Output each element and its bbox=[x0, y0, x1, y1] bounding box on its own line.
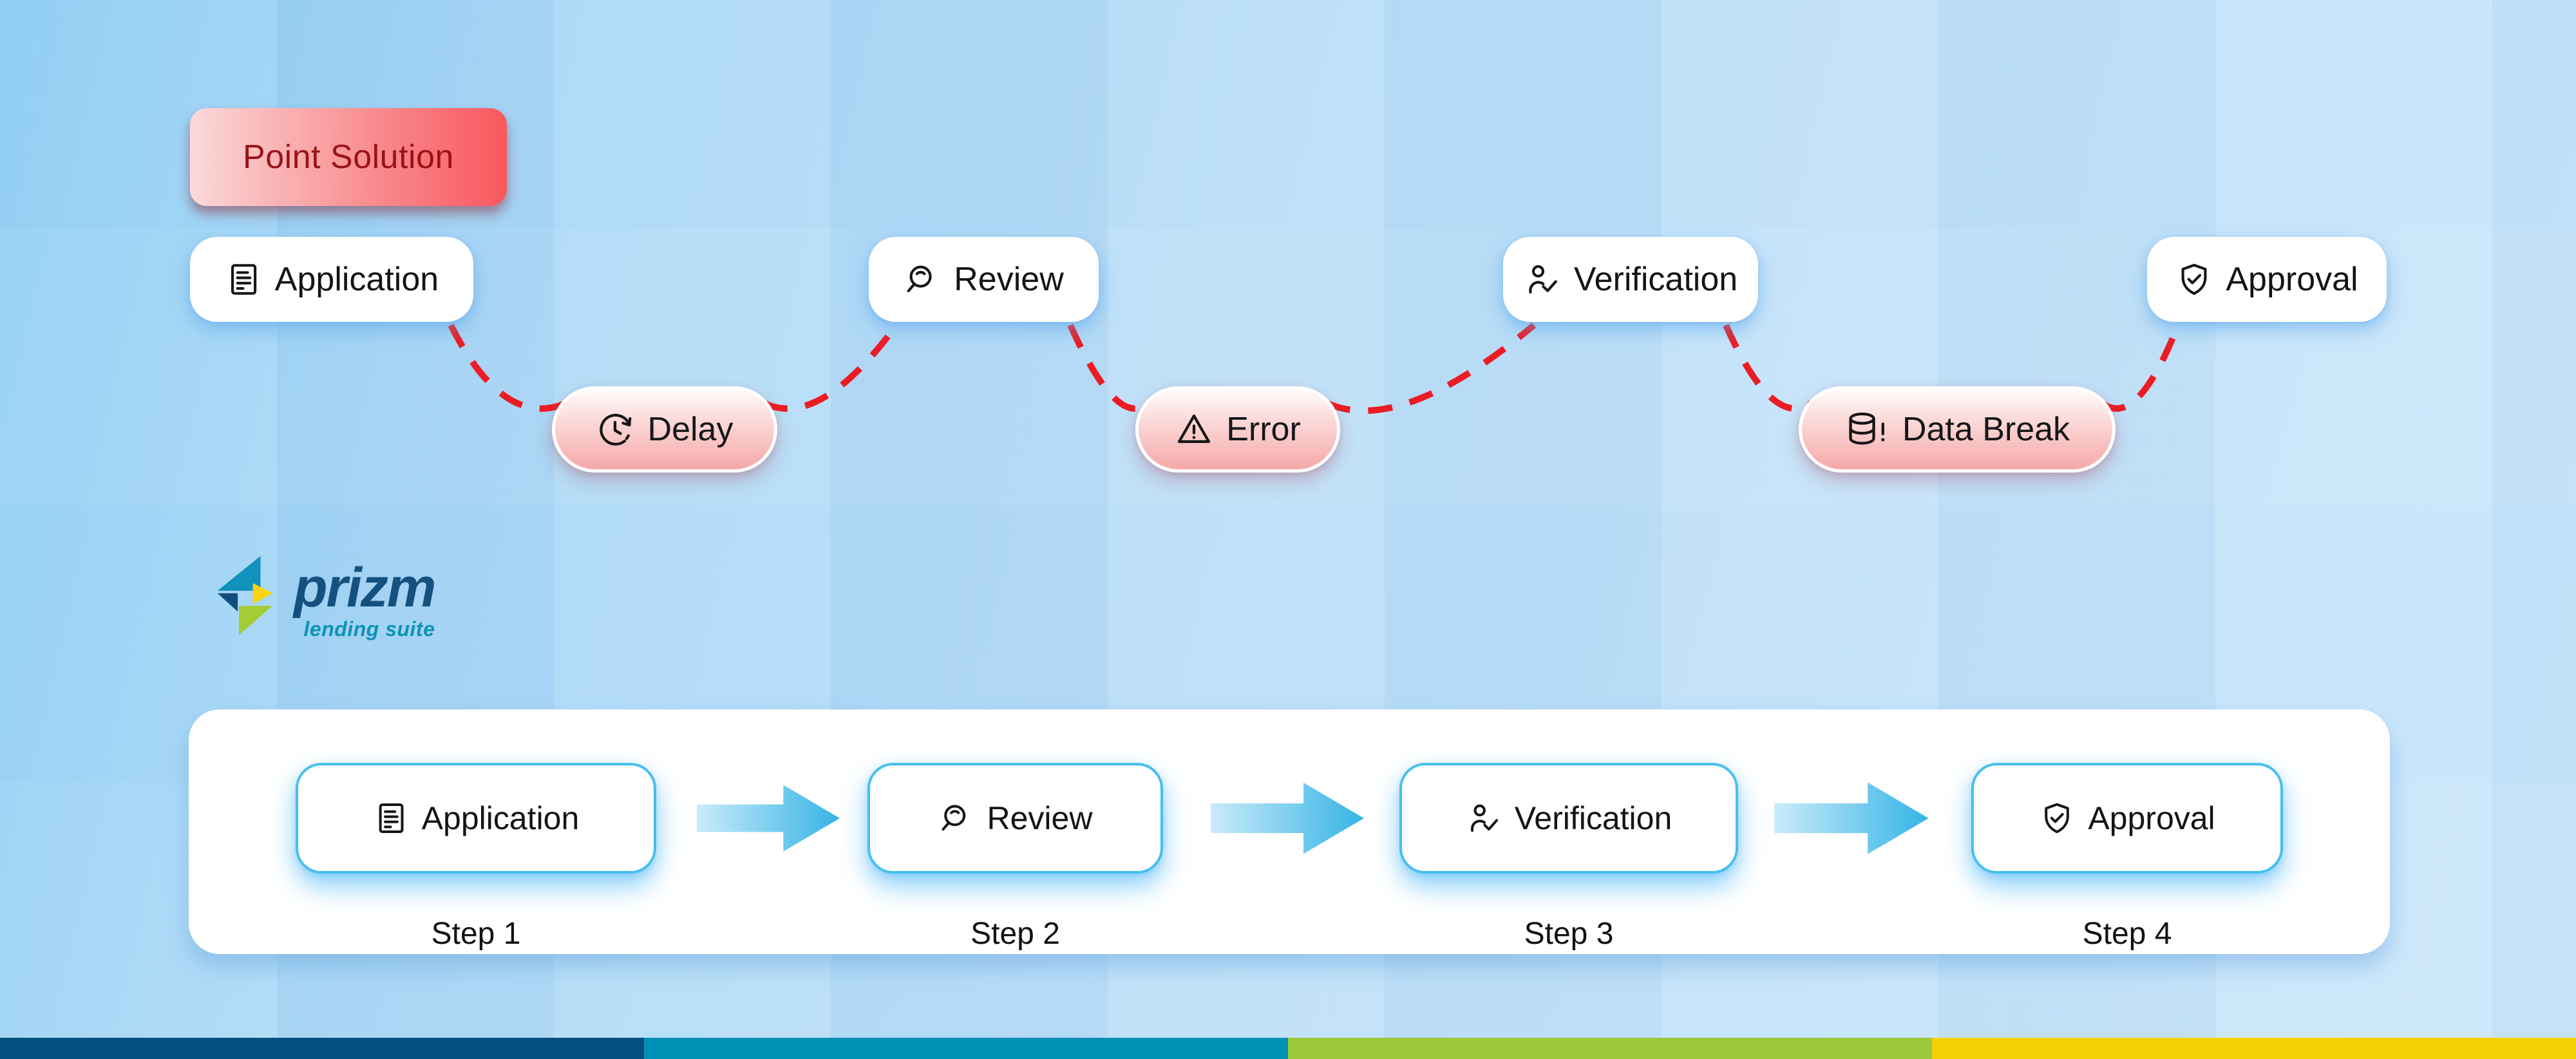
problem-pill-databreak: Data Break bbox=[1799, 386, 2116, 473]
footer-segment-teal bbox=[644, 1038, 1288, 1059]
clock-history-icon bbox=[599, 413, 631, 446]
step-box-application: Application bbox=[296, 763, 656, 874]
problem-pill-delay: Delay bbox=[552, 386, 777, 473]
point-solution-label: Point Solution bbox=[243, 138, 454, 176]
user-check-icon bbox=[1529, 265, 1557, 294]
brand-text: prizm lending suite bbox=[294, 550, 436, 641]
step-caption-3: Step 3 bbox=[1524, 916, 1614, 951]
step-box-verification: Verification bbox=[1399, 763, 1738, 874]
connector-review-error bbox=[1067, 323, 1151, 412]
stage-label: Application bbox=[274, 261, 439, 298]
step-label: Application bbox=[421, 800, 580, 836]
stage-label: Verification bbox=[1573, 261, 1738, 298]
stage-pill-application: Application bbox=[190, 237, 473, 322]
step-label: Review bbox=[987, 800, 1093, 836]
stage-label: Approval bbox=[2226, 261, 2358, 298]
flow-arrow-icon bbox=[697, 785, 840, 852]
stage-pill-review: Review bbox=[869, 237, 1099, 322]
user-check-icon bbox=[1470, 804, 1498, 832]
stage-pill-verification: Verification bbox=[1503, 237, 1758, 322]
document-icon bbox=[231, 264, 256, 295]
brand-name: prizm bbox=[294, 557, 436, 619]
stage-pill-approval: Approval bbox=[2147, 237, 2387, 322]
search-icon bbox=[907, 265, 932, 292]
connector-application-delay bbox=[448, 323, 568, 412]
step-label: Approval bbox=[2088, 800, 2215, 836]
flow-arrow-icon bbox=[1774, 782, 1929, 854]
connector-error-verification bbox=[1325, 323, 1537, 414]
dashed-connectors bbox=[448, 323, 2181, 414]
step-caption-1: Step 1 bbox=[431, 916, 521, 951]
connector-databreak-approval bbox=[2099, 324, 2181, 412]
brand-logo: prizm lending suite bbox=[207, 550, 436, 641]
prizm-flow-panel: Application Step 1 Review Step 2 bbox=[189, 709, 2390, 954]
connector-delay-review bbox=[762, 323, 900, 412]
stage-label: Review bbox=[954, 261, 1064, 298]
problem-label: Delay bbox=[647, 411, 734, 448]
footer-segment-navy bbox=[0, 1038, 644, 1059]
step-box-approval: Approval bbox=[1971, 763, 2283, 874]
search-icon bbox=[941, 805, 965, 831]
footer-segment-yellow bbox=[1932, 1038, 2576, 1059]
prizm-logo-icon bbox=[217, 556, 273, 635]
database-alert-icon bbox=[1849, 412, 1885, 445]
point-solution-badge: Point Solution bbox=[190, 108, 507, 206]
problem-label: Error bbox=[1226, 411, 1301, 448]
brand-tagline: lending suite bbox=[303, 617, 435, 641]
footer-segment-green bbox=[1288, 1038, 1932, 1059]
document-icon bbox=[379, 803, 404, 833]
warning-icon bbox=[1178, 414, 1211, 444]
problem-label: Data Break bbox=[1902, 411, 2070, 448]
flow-arrow-icon bbox=[1211, 782, 1364, 854]
step-caption-4: Step 4 bbox=[2082, 916, 2172, 951]
footer-color-bar bbox=[0, 1038, 2576, 1059]
step-caption-2: Step 2 bbox=[971, 916, 1060, 951]
shield-check-icon bbox=[2181, 263, 2207, 295]
step-box-review: Review bbox=[867, 763, 1163, 874]
step-label: Verification bbox=[1514, 800, 1672, 836]
shield-check-icon bbox=[2045, 803, 2070, 834]
connector-verification-databreak bbox=[1723, 323, 1814, 412]
problem-pill-error: Error bbox=[1135, 386, 1340, 473]
